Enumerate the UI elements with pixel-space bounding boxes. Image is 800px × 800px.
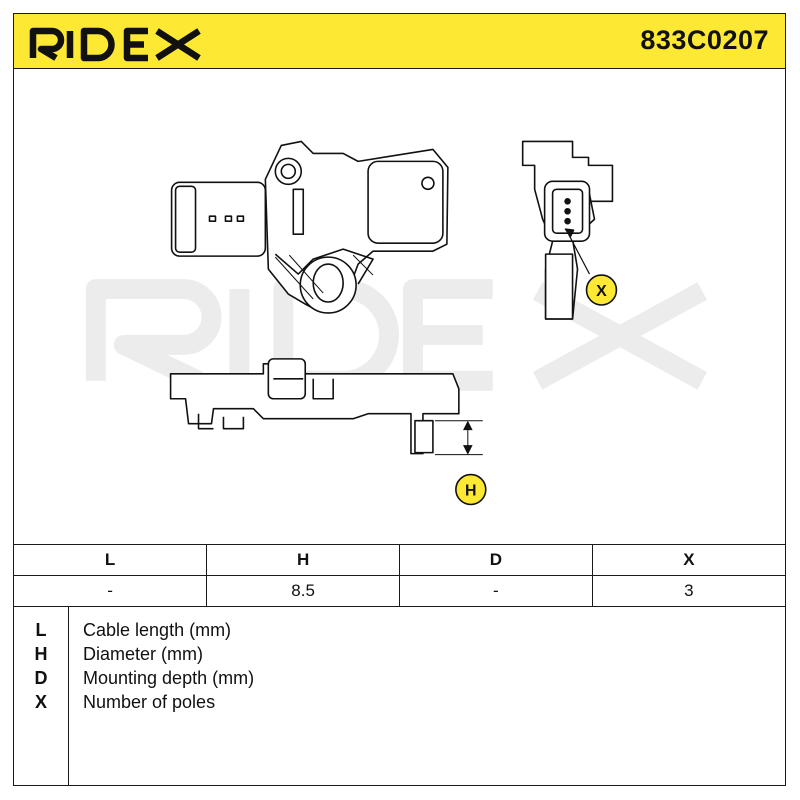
legend-key: D <box>34 668 48 688</box>
sensor-top-view <box>170 140 449 314</box>
legend-item: X Number of poles <box>14 692 785 716</box>
header-bar: 833C0207 <box>14 14 785 69</box>
datasheet: 833C0207 <box>13 13 786 786</box>
spec-header-l: L <box>14 544 208 576</box>
ridex-logo <box>29 27 201 62</box>
svg-text:X: X <box>596 283 607 300</box>
legend-divider <box>68 607 69 786</box>
legend-desc: Mounting depth (mm) <box>83 668 255 688</box>
svg-text:H: H <box>465 483 477 500</box>
spec-header-d: D <box>399 544 593 576</box>
callout-x: X <box>585 274 618 306</box>
spec-value-h: 8.5 <box>206 575 400 607</box>
legend-item: D Mounting depth (mm) <box>14 668 785 692</box>
legend-item: L Cable length (mm) <box>14 620 785 644</box>
legend-desc: Diameter (mm) <box>83 644 203 664</box>
spec-value-row: - 8.5 - 3 <box>14 575 785 607</box>
dimension-h <box>434 420 483 456</box>
legend-key: X <box>34 692 47 712</box>
legend: L Cable length (mm) H Diameter (mm) D Mo… <box>14 607 785 786</box>
sensor-front-view <box>169 358 460 455</box>
legend-desc: Number of poles <box>83 692 216 712</box>
spec-value-l: - <box>14 575 208 607</box>
legend-desc: Cable length (mm) <box>83 620 232 640</box>
sensor-technical-drawing: X H <box>85 140 707 506</box>
part-number: 833C0207 <box>640 25 769 55</box>
spec-header-row: L H D X <box>14 544 785 576</box>
legend-key: L <box>35 620 47 640</box>
legend-key: H <box>34 644 48 664</box>
legend-item: H Diameter (mm) <box>14 644 785 668</box>
callout-h: H <box>455 473 487 506</box>
spec-value-x: 3 <box>591 575 785 607</box>
spec-table: L H D X - 8.5 - 3 <box>14 544 785 607</box>
spec-header-h: H <box>206 544 400 576</box>
spec-header-x: X <box>591 544 785 576</box>
sensor-side-view <box>521 140 614 320</box>
spec-value-d: - <box>399 575 593 607</box>
ridex-watermark <box>85 279 707 391</box>
